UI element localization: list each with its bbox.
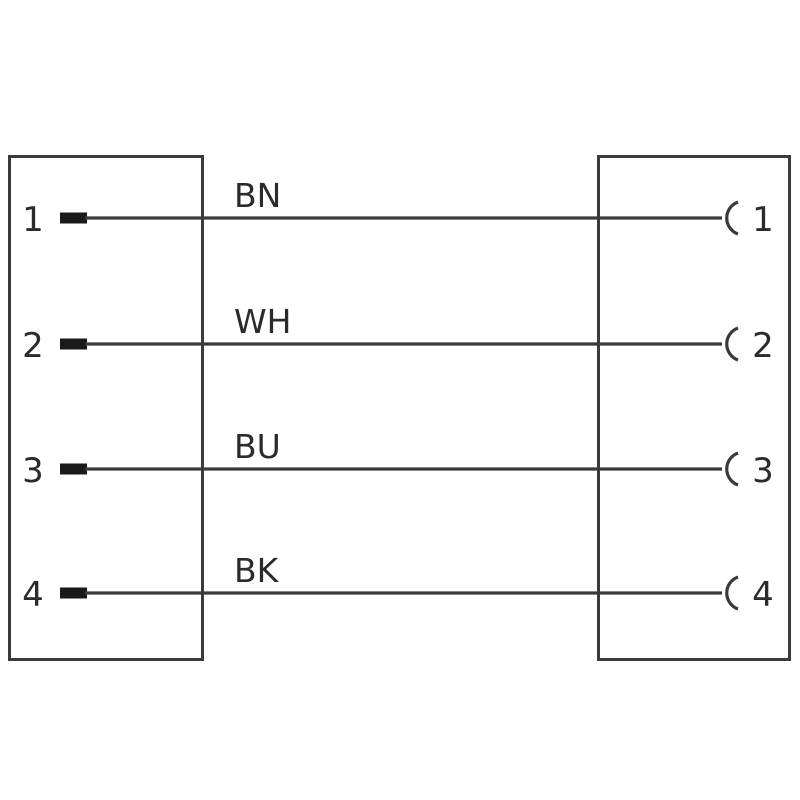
- left-pin-contact-2: [60, 338, 87, 350]
- left-connector-housing: [8, 155, 204, 661]
- left-pin-contact-4: [60, 587, 87, 599]
- left-pin-number-1: 1: [22, 200, 44, 240]
- right-pin-number-1: 1: [752, 200, 774, 240]
- wire-row-3: 3 3 BU: [22, 427, 774, 491]
- right-socket-contact-1: [725, 200, 739, 236]
- right-pin-number-3: 3: [752, 451, 774, 491]
- right-socket-contact-3: [725, 451, 739, 487]
- right-pin-number-4: 4: [752, 575, 774, 615]
- left-pin-contact-3: [60, 463, 87, 475]
- wire-row-1: 1 1 BN: [22, 176, 774, 240]
- wire-label-4: BK: [234, 551, 280, 590]
- right-socket-contact-2: [725, 326, 739, 362]
- right-connector-housing: [597, 155, 791, 661]
- wire-row-4: 4 4 BK: [22, 551, 774, 615]
- right-socket-contact-4: [725, 575, 739, 611]
- wire-label-3: BU: [234, 427, 281, 466]
- wire-label-1: BN: [234, 176, 281, 215]
- left-pin-contact-1: [60, 212, 87, 224]
- wire-row-2: 2 2 WH: [22, 302, 774, 366]
- left-pin-number-3: 3: [22, 451, 44, 491]
- left-pin-number-2: 2: [22, 326, 44, 366]
- wire-label-2: WH: [234, 302, 291, 341]
- left-pin-number-4: 4: [22, 575, 44, 615]
- right-pin-number-2: 2: [752, 326, 774, 366]
